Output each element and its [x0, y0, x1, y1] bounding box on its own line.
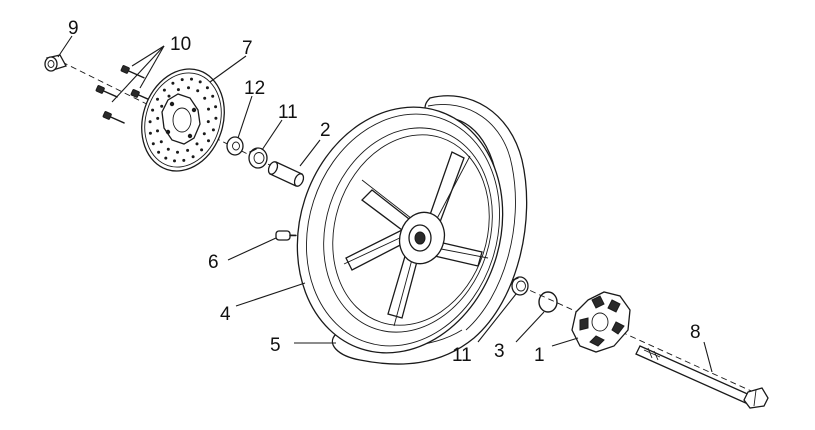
- part-2-spacer-tube: [267, 161, 305, 187]
- disc-hole: [196, 89, 200, 93]
- part-10-bolts: [95, 65, 153, 124]
- part-11-bearing-top: [248, 147, 268, 169]
- label-12: 12: [244, 78, 265, 99]
- disc-hole: [207, 107, 210, 111]
- disc-hole: [176, 150, 179, 154]
- part-3-o-ring: [538, 291, 558, 313]
- part-8-axle: [635, 345, 769, 409]
- label-9: 9: [68, 18, 79, 39]
- disc-hole: [198, 80, 202, 84]
- disc-hole: [164, 156, 168, 160]
- leader-lines: [57, 35, 713, 373]
- label-4: 4: [220, 304, 231, 325]
- callout-numbers: 9 10 7 12 11 2 6 4 5 11 3 1 8: [68, 18, 701, 366]
- part-4-rim: [296, 106, 504, 354]
- disc-hole: [214, 105, 218, 109]
- label-3: 3: [494, 341, 505, 362]
- label-11-top: 11: [278, 102, 298, 123]
- disc-hole: [205, 86, 209, 90]
- disc-hole: [148, 120, 152, 124]
- disc-hole: [157, 150, 161, 154]
- disc-hole: [191, 155, 195, 159]
- label-7: 7: [242, 38, 253, 59]
- disc-hole: [151, 108, 155, 112]
- disc-hole: [167, 94, 171, 98]
- disc-hole: [206, 120, 210, 124]
- disc-hole: [187, 86, 190, 90]
- rim-hub: [398, 211, 446, 265]
- label-11-bottom: 11: [452, 345, 472, 366]
- disc-hole: [203, 96, 207, 100]
- part-7-brake-disc: [141, 68, 225, 172]
- part-1-damper: [571, 291, 631, 353]
- disc-hole: [186, 148, 190, 152]
- disc-hole: [190, 77, 193, 81]
- disc-hole: [156, 129, 159, 133]
- disc-hole: [195, 142, 199, 146]
- label-2: 2: [320, 120, 331, 141]
- label-1: 1: [534, 345, 545, 366]
- disc-hole: [171, 81, 175, 85]
- disc-hole: [166, 147, 170, 151]
- disc-hole: [182, 158, 186, 162]
- disc-hole: [156, 116, 160, 120]
- disc-hole: [202, 132, 206, 136]
- disc-hole: [200, 148, 204, 152]
- part-12-washer: [226, 136, 244, 156]
- disc-hole: [207, 139, 210, 143]
- label-6: 6: [208, 252, 219, 273]
- part-6-valve: [275, 230, 335, 241]
- disc-hole: [156, 97, 159, 101]
- disc-hole: [160, 104, 164, 108]
- disc-hole: [214, 116, 218, 120]
- disc-hole: [173, 159, 176, 163]
- label-5: 5: [270, 335, 281, 356]
- disc-hole: [151, 142, 155, 146]
- disc-hole: [176, 88, 180, 92]
- part-9-spacer: [44, 54, 67, 72]
- disc-hole: [148, 131, 152, 135]
- disc-hole: [162, 88, 166, 92]
- disc-hole: [211, 128, 215, 132]
- disc-hole: [211, 94, 215, 98]
- label-10: 10: [170, 34, 191, 55]
- part-11-bearing-bottom: [511, 276, 529, 296]
- disc-hole: [180, 78, 184, 82]
- label-8: 8: [690, 322, 701, 343]
- disc-hole: [159, 140, 163, 144]
